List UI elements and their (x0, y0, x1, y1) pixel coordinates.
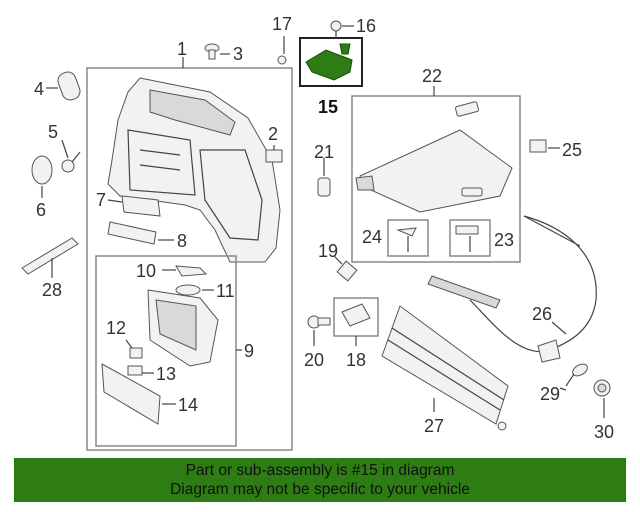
part-14-frame (101, 363, 161, 425)
part-13-clip (127, 365, 143, 376)
callout-17: 17 (272, 14, 292, 34)
storage-compartment (147, 289, 219, 367)
part-6-cap (31, 155, 53, 185)
callout-28: 28 (42, 280, 62, 300)
part-10-handle (175, 265, 208, 277)
callout-24: 24 (362, 227, 382, 247)
part-5-screw (61, 151, 81, 173)
callout-19: 19 (318, 241, 338, 261)
part-24-clip (396, 227, 417, 237)
part-24-box (387, 219, 429, 257)
part-16-screw (330, 20, 342, 38)
callout-16: 16 (356, 16, 376, 36)
callout-6: 6 (36, 200, 46, 220)
callout-3: 3 (233, 44, 243, 64)
cargo-cover (355, 101, 513, 213)
part-19-clip (336, 260, 358, 282)
callout-20: 20 (304, 350, 324, 370)
group-box-22 (351, 95, 521, 263)
part-26-rail-cable (427, 215, 597, 363)
part-28-sill-strip (21, 237, 79, 275)
callout-12: 12 (106, 318, 126, 338)
part-8-strip (107, 221, 157, 245)
callout-7: 7 (96, 190, 106, 210)
part-12-clip (129, 347, 143, 359)
callout-22: 22 (422, 66, 442, 86)
callout-1: 1 (177, 39, 187, 59)
callout-26: 26 (532, 304, 552, 324)
part-30-grommet (593, 379, 611, 397)
part-23-box (449, 219, 491, 257)
side-trim-panel (107, 77, 281, 263)
callout-9: 9 (244, 341, 254, 361)
callout-10: 10 (136, 261, 156, 281)
parts-diagram: 1 2 3 4 5 6 7 8 9 10 (21, 14, 614, 451)
part-7-bracket (121, 195, 161, 217)
part-17-screw (277, 55, 287, 65)
part-18-bracket (341, 303, 371, 327)
callout-23: 23 (494, 230, 514, 250)
part-3-screw (204, 43, 220, 60)
callout-21: 21 (314, 142, 334, 162)
banner-line-1: Part or sub-assembly is #15 in diagram (185, 462, 455, 479)
part-25-clip (529, 139, 547, 153)
part-20-bolt (307, 315, 331, 329)
part-23-cap (455, 225, 479, 235)
callout-8: 8 (177, 231, 187, 251)
part-27-roller-blind (381, 305, 509, 431)
callout-13: 13 (156, 364, 176, 384)
callout-30: 30 (594, 422, 614, 442)
part-11-cover (175, 284, 201, 296)
callout-4: 4 (34, 79, 44, 99)
callout-25: 25 (562, 140, 582, 160)
callout-5: 5 (48, 122, 58, 142)
callout-2: 2 (268, 124, 278, 144)
callout-11: 11 (216, 281, 235, 301)
part-29-socket (565, 363, 588, 387)
info-banner: Part or sub-assembly is #15 in diagram D… (14, 458, 626, 502)
callout-27: 27 (424, 416, 444, 436)
part-4-grommet (57, 71, 81, 101)
group-box-9 (95, 255, 237, 447)
callout-14: 14 (178, 395, 198, 415)
callout-15: 15 (318, 97, 338, 117)
part-21-hook (317, 177, 331, 197)
callout-29: 29 (540, 384, 560, 404)
part-15-bracket (305, 43, 353, 81)
banner-line-2: Diagram may not be specific to your vehi… (170, 481, 470, 498)
part-2-clip (265, 149, 283, 163)
group-box-1 (86, 67, 293, 451)
callout-18: 18 (346, 350, 366, 370)
